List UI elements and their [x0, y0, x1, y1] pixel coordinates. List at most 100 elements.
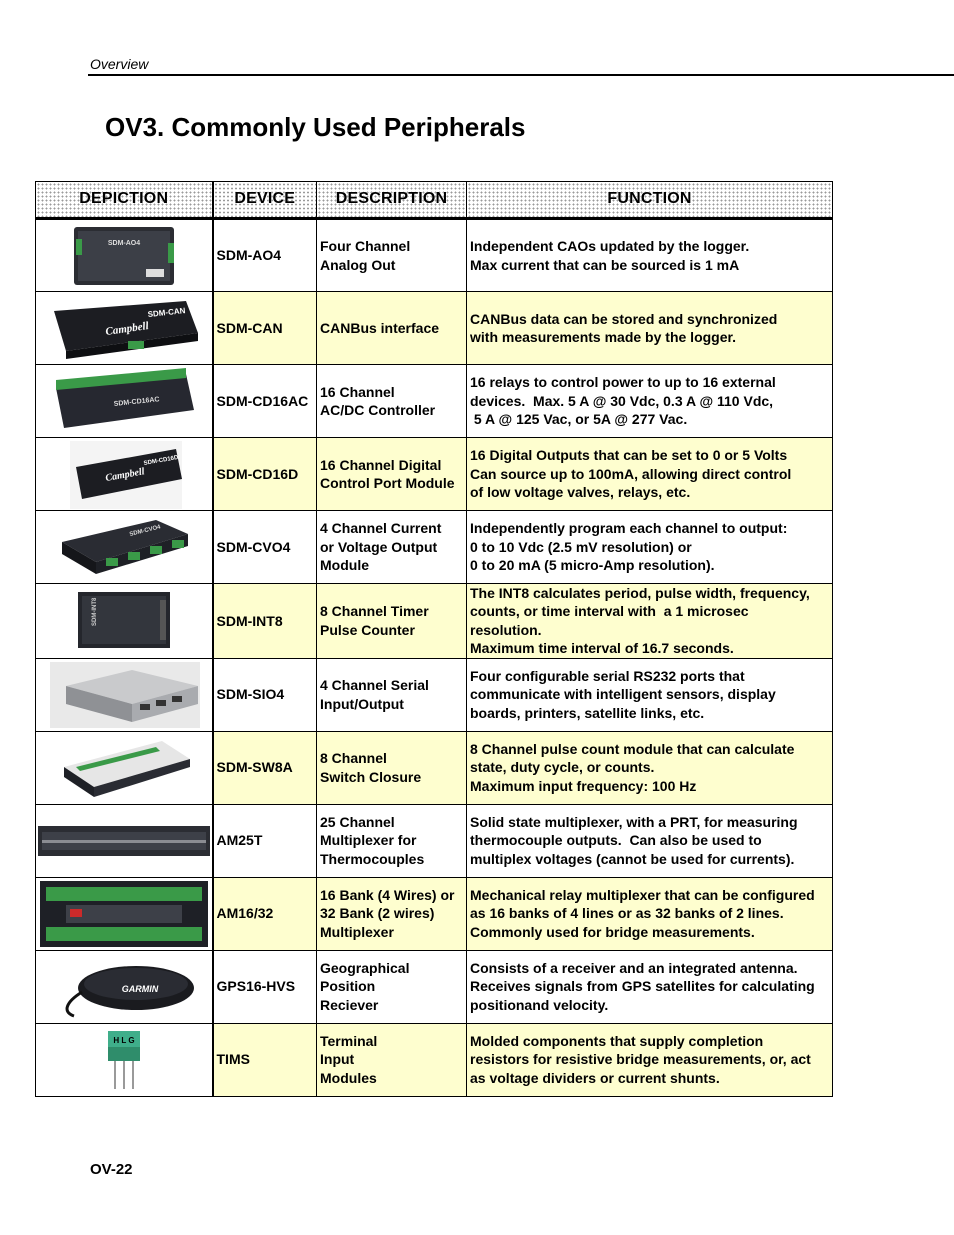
sdm-sio4-photo	[50, 661, 200, 728]
header-depiction: DEPICTION	[35, 181, 214, 220]
sdm-can-photo: Campbell SDM-CAN	[54, 301, 198, 359]
svg-text:SDM-AO4: SDM-AO4	[108, 240, 140, 247]
description-line: Pulse Counter	[320, 621, 415, 638]
device-cell: AM16/32	[212, 876, 317, 951]
svg-text:GARMIN: GARMIN	[122, 984, 159, 994]
function-line: Mechanical relay multiplexer that can be…	[470, 887, 815, 904]
depiction-cell: SDM-CD16AC	[35, 364, 214, 438]
function-line: 0 to 20 mA (5 micro-Amp resolution).	[470, 557, 715, 574]
description-line: 8 Channel Timer	[320, 603, 429, 620]
function-line: counts, or time interval with a 1 micros…	[470, 603, 749, 620]
am25t-photo	[38, 825, 210, 856]
sdm-ao4-photo: SDM-AO4	[74, 226, 174, 285]
function-line: communicate with intelligent sensors, di…	[470, 686, 776, 703]
function-line: of low voltage valves, relays, etc.	[470, 484, 691, 501]
description-line: Analog Out	[320, 256, 396, 273]
sdm-cd16d-photo: Campbell SDM-CD16D	[70, 441, 182, 509]
description-line: AC/DC Controller	[320, 402, 436, 418]
function-line: Commonly used for bridge measurements.	[470, 923, 755, 940]
depiction-cell: Campbell SDM-CD16D	[35, 437, 214, 511]
sdm-cvo4-photo: SDM-CVO4	[62, 520, 188, 574]
function-line: as voltage dividers or current shunts.	[470, 1069, 720, 1086]
description-line: 4 Channel Serial	[320, 677, 429, 694]
function-line: Maximum time interval of 16.7 seconds.	[470, 640, 734, 657]
function-line: Four configurable serial RS232 ports tha…	[470, 668, 745, 685]
depiction-cell	[35, 730, 214, 805]
header-function: FUNCTION	[466, 181, 833, 220]
function-cell: Solid state multiplexer, with a PRT, for…	[466, 803, 833, 878]
description-line: 16 Channel Digital	[320, 456, 442, 473]
depiction-cell: GARMIN	[35, 949, 214, 1024]
device-cell: SDM-INT8	[212, 583, 317, 659]
page-title: OV3. Commonly Used Peripherals	[105, 112, 526, 142]
function-line: thermocouple outputs. Can also be used t…	[470, 832, 762, 849]
table-header-row: DEPICTION DEVICE DESCRIPTION FUNCTION	[35, 181, 833, 220]
function-cell: CANBus data can be stored and synchroniz…	[466, 291, 833, 365]
description-line: Switch Closure	[320, 768, 422, 785]
am16-32-photo	[40, 880, 208, 947]
description-line: 8 Channel	[320, 750, 387, 767]
function-line: resolution.	[470, 621, 542, 638]
function-cell: The INT8 calculates period, pulse width,…	[466, 583, 833, 659]
function-cell: Four configurable serial RS232 ports tha…	[466, 657, 833, 732]
function-line: resistors for resistive bridge measureme…	[470, 1051, 811, 1068]
function-line: Max current that can be sourced is 1 mA	[470, 256, 740, 273]
depiction-cell	[35, 657, 214, 732]
description-line: Modules	[320, 1069, 377, 1086]
description-line: 4 Channel Current	[320, 520, 442, 537]
function-cell: Independently program each channel to ou…	[466, 510, 833, 584]
function-cell: 16 relays to control power to up to 16 e…	[466, 364, 833, 438]
description-line: Multiplexer	[320, 923, 394, 940]
function-line: Maximum input frequency: 100 Hz	[470, 777, 697, 794]
depiction-cell: SDM-AO4	[35, 218, 214, 292]
function-line: 5 A @ 125 Vac, or 5A @ 277 Vac.	[470, 411, 688, 428]
function-line: state, duty cycle, or counts.	[470, 759, 655, 776]
function-line: as 16 banks of 4 lines or as 32 banks of…	[470, 905, 784, 922]
function-line: Molded components that supply completion	[470, 1033, 764, 1050]
description-line: Input	[320, 1051, 355, 1068]
function-line: 16 relays to control power to up to 16 e…	[470, 374, 776, 391]
sdm-cd16ac-photo: SDM-CD16AC	[56, 368, 194, 428]
tims-photo: H L G	[108, 1030, 140, 1089]
function-cell: Mechanical relay multiplexer that can be…	[466, 876, 833, 951]
depiction-cell: H L G	[35, 1022, 214, 1097]
function-line: multiplex voltages (cannot be used for c…	[470, 850, 795, 867]
description-cell: CANBus interface	[316, 291, 467, 365]
device-cell: TIMS	[212, 1022, 317, 1097]
function-line: devices. Max. 5 A @ 30 Vdc, 0.3 A @ 110 …	[470, 392, 774, 409]
function-cell: Consists of a receiver and an integrated…	[466, 949, 833, 1024]
description-line: 16 Bank (4 Wires) or	[320, 887, 455, 904]
depiction-cell: SDM-INT8	[35, 583, 214, 659]
function-line: with measurements made by the logger.	[470, 329, 737, 345]
description-line: Reciever	[320, 996, 379, 1013]
description-line: Thermocouples	[320, 850, 425, 867]
header-rule	[88, 74, 954, 76]
function-line: Can source up to 100mA, allowing direct …	[470, 465, 792, 482]
device-cell: SDM-SIO4	[212, 657, 317, 732]
sdm-int8-photo: SDM-INT8	[78, 591, 170, 648]
function-line: Solid state multiplexer, with a PRT, for…	[470, 814, 798, 831]
function-line: 16 Digital Outputs that can be set to 0 …	[470, 447, 788, 464]
description-line: Module	[320, 557, 369, 574]
function-line: Independent CAOs updated by the logger.	[470, 238, 750, 255]
description-line: Four Channel	[320, 238, 411, 255]
depiction-cell	[35, 803, 214, 878]
svg-text:SDM-INT8: SDM-INT8	[92, 597, 98, 626]
function-cell: 16 Digital Outputs that can be set to 0 …	[466, 437, 833, 511]
